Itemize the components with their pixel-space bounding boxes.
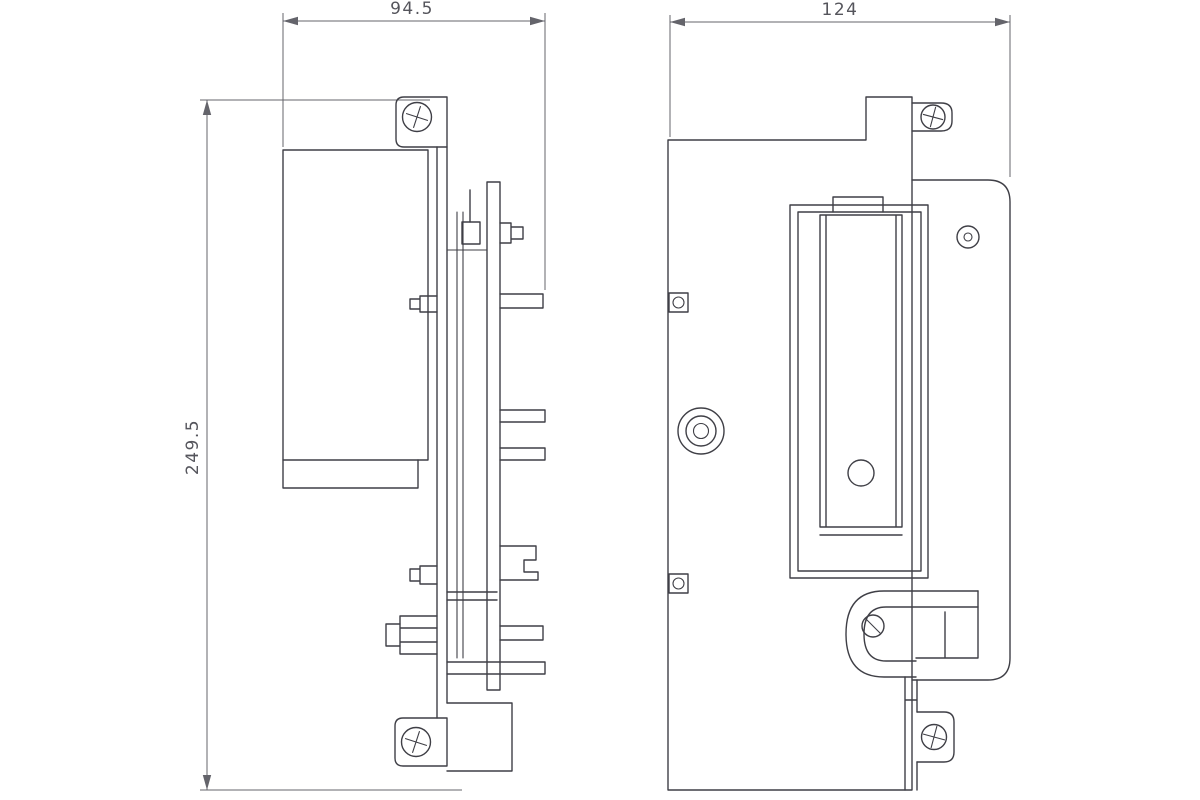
side-flange [911,179,1011,681]
hole-circle [672,296,685,309]
hook-lever-inner [863,606,979,662]
plate-outline [667,96,913,791]
latch-channel [789,204,929,579]
square-hole [668,573,689,594]
screw-bracket [916,711,955,763]
pin [499,625,544,641]
front-view [667,96,1011,791]
arrowhead-icon [202,100,212,115]
arrowhead-icon [283,16,298,26]
arrowhead-icon [670,17,685,27]
arrowhead-icon [202,775,212,790]
arrowhead-icon [530,16,545,26]
top-mount-tab [395,96,448,148]
bolt-icon [461,221,481,245]
bushing-outer [677,407,725,455]
side-view [282,96,546,772]
slotted-screw-icon [861,614,885,638]
dimension-side-height: 249.5 [183,99,462,791]
linkage-bar [446,661,501,675]
clamp-block [399,615,438,655]
flange-hole [956,225,980,249]
phillips-cross-icon [922,106,944,128]
dimension-label-side-height: 249.5 [183,419,203,475]
pin-bracket [499,293,544,309]
latch-body-hole [847,459,875,487]
dimension-front-width: 124 [669,0,1011,177]
bottom-tab-edges [904,676,918,791]
phillips-cross-icon [405,105,429,129]
linkage-bar [446,591,498,601]
screw-bracket [911,102,953,132]
pin [499,661,546,675]
bottom-mount-tab [394,717,448,767]
bolt-icon [499,222,524,244]
pin [499,447,546,461]
bushing-inner [692,422,710,440]
pin [499,409,546,423]
faceplate-edge [486,181,501,691]
body-block-outline [282,149,429,461]
bolt-icon [409,565,438,585]
arrowhead-icon [995,17,1010,27]
base-block [446,702,513,772]
bolt-icon [409,295,438,313]
plunger-rod [282,459,419,489]
phillips-cross-icon [404,730,428,754]
phillips-cross-icon [922,725,946,749]
screw-head-icon [400,726,432,758]
hole-circle [672,577,685,590]
screw-head-icon [920,104,946,130]
hook-tab [499,545,539,581]
screw-head-icon [920,723,948,751]
bolt-head-icon [385,623,401,647]
screw-head-icon [401,101,433,133]
dimension-label-side-width: 94.5 [390,0,434,19]
dimension-side-width: 94.5 [282,0,546,290]
channel-top-tab [832,196,884,213]
square-hole [668,292,689,313]
hook-lever-block [915,590,979,659]
screw-slot-icon [865,618,881,634]
flange-hole-center [963,232,973,242]
hook-lever-outer [845,590,979,678]
dimension-label-front-width: 124 [822,0,859,20]
latch-body [819,214,903,536]
bushing-mid [685,415,717,447]
